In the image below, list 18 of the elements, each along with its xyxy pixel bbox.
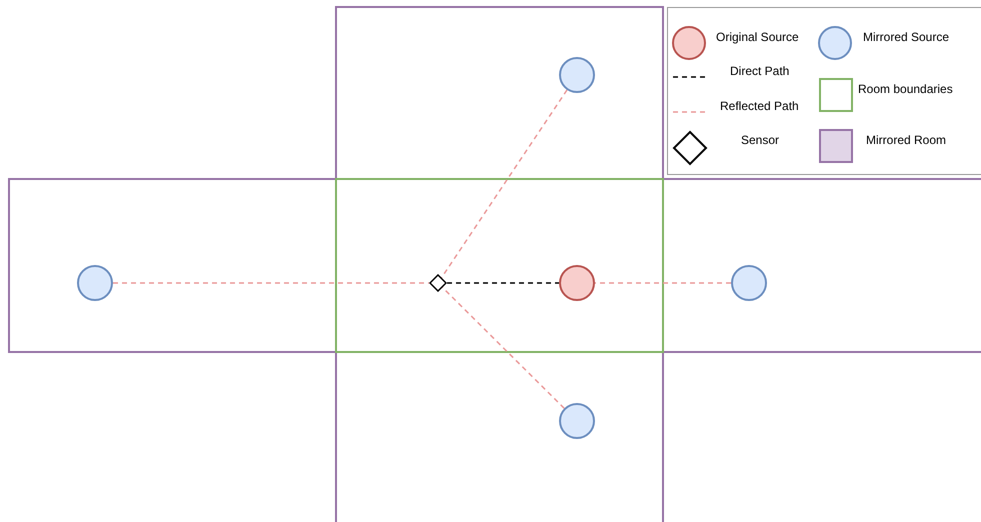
sensor-diamond (429, 274, 447, 292)
mirrored-source-circle (77, 265, 113, 301)
reflected-path-line (442, 286, 565, 409)
reflected-path-line (440, 90, 568, 278)
mirrored-source-circle (559, 403, 595, 439)
reflected-path-line (595, 282, 731, 284)
mirrored-source-circle (731, 265, 767, 301)
legend-label: Mirrored Source (863, 30, 950, 44)
reflected-path-line (113, 282, 429, 284)
legend-label: Room boundaries (858, 82, 953, 96)
direct-path-line (447, 282, 559, 284)
legend-label: Mirrored Room (866, 133, 946, 147)
legend-label: Sensor (741, 133, 780, 147)
legend-label: Original Source (716, 30, 799, 44)
original-source-circle (559, 265, 595, 301)
legend-label: Reflected Path (720, 99, 799, 113)
mirrored-source-circle (559, 57, 595, 93)
legend-label: Direct Path (730, 64, 790, 78)
